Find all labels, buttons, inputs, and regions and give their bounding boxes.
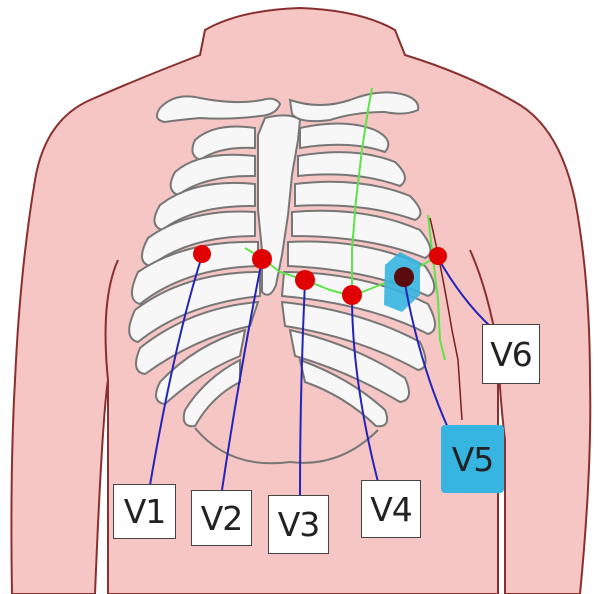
v5-label: V5 — [441, 425, 504, 493]
right-clavicle — [288, 91, 420, 123]
lead-wires — [149, 255, 491, 496]
v6-wire — [437, 257, 491, 327]
v6-electrode — [429, 247, 447, 265]
v1-electrode — [193, 245, 211, 263]
v3-wire — [299, 280, 306, 496]
v6-label: V6 — [482, 324, 540, 384]
electrodes — [193, 245, 447, 305]
v1-wire — [149, 255, 203, 486]
v5-electrode — [394, 267, 414, 287]
v4-wire — [351, 295, 379, 483]
v5-wire — [403, 277, 449, 429]
v2-electrode — [252, 249, 272, 269]
v2-label: V2 — [191, 490, 252, 546]
axillary-dark-wire — [429, 217, 463, 421]
left-clavicle — [155, 95, 282, 124]
v4-electrode — [342, 285, 362, 305]
costal-arch — [194, 427, 379, 465]
left-ribs — [128, 125, 261, 428]
v3-electrode — [295, 270, 315, 290]
v3-label: V3 — [268, 495, 329, 554]
axillary-guide-line — [427, 214, 446, 361]
v2-wire — [221, 259, 263, 491]
v4-label: V4 — [361, 480, 421, 538]
left-arm-line — [104, 259, 119, 381]
midclavicular-guide-line — [351, 87, 373, 300]
v1-label: V1 — [113, 484, 176, 539]
sternum — [257, 114, 302, 296]
